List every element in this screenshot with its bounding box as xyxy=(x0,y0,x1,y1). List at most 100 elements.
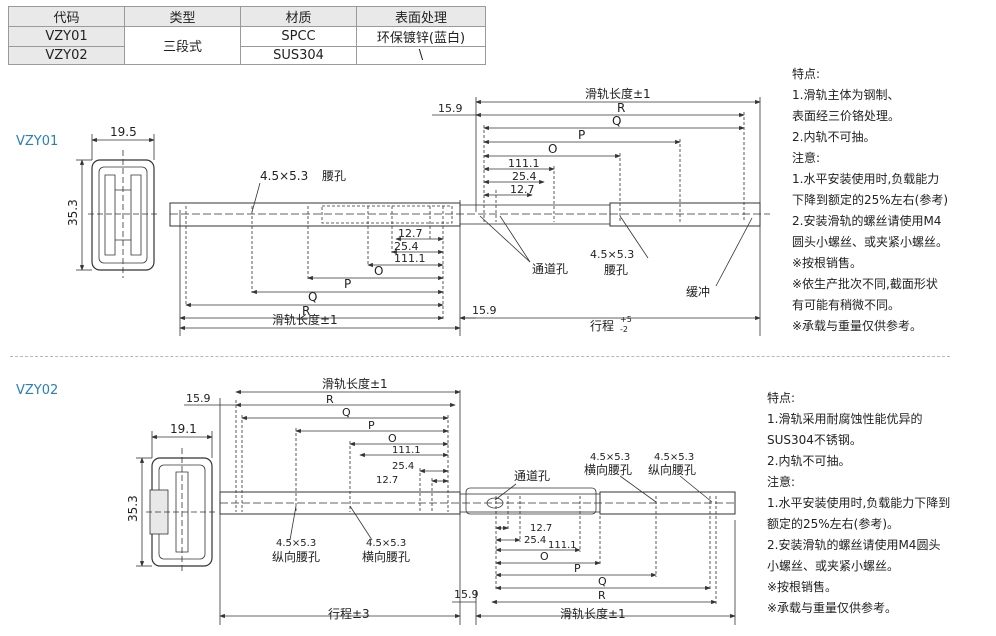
model1-width-text: 19.5 xyxy=(110,125,137,139)
model2-P-top: P xyxy=(368,419,375,432)
model2-Q-bottom: Q xyxy=(598,575,607,588)
model2-label: VZY02 xyxy=(16,383,59,398)
table-header-row: 代码 类型 材质 表面处理 xyxy=(8,6,486,27)
model1-P-left: P xyxy=(344,277,351,291)
header-material: 材质 xyxy=(240,6,357,27)
cell-finish: 环保镀锌(蓝白) xyxy=(356,26,486,47)
cell-code: VZY01 xyxy=(8,26,125,47)
model2-159-bottom: 15.9 xyxy=(454,588,479,601)
model1-slot2: 4.5×5.3 xyxy=(590,248,634,261)
note-line: 1.水平安装使用时,负载能力下降到 xyxy=(767,496,951,510)
model1-slot-text: 4.5×5.3 xyxy=(260,169,308,183)
note-line: 有可能有稍微不同。 xyxy=(792,298,901,312)
note-line: ※依生产批次不同,截面形状 xyxy=(792,277,938,291)
model1-travel: 行程 xyxy=(590,318,614,333)
cell-material: SUS304 xyxy=(240,46,357,65)
model1-254-right: 25.4 xyxy=(512,170,537,183)
model1-159-bottom: 15.9 xyxy=(472,304,497,317)
note-line: 额定的25%左右(参考)。 xyxy=(767,517,900,531)
cell-type: 三段式 xyxy=(124,26,241,65)
model1-111-right: 111.1 xyxy=(508,157,540,170)
note-line: 表面经三价铬处理。 xyxy=(792,109,901,123)
model2-rail-length-top: 滑轨长度±1 xyxy=(322,376,388,391)
note-line: ※承载与重量仅供参考。 xyxy=(792,319,923,333)
model1-tol-down: -2 xyxy=(620,325,628,334)
note-line: ※按根销售。 xyxy=(792,256,863,270)
model1-tol-up: +5 xyxy=(620,315,632,324)
model2-slot-mid: 4.5×5.3 xyxy=(366,538,406,549)
note-line: 1.水平安装使用时,负载能力 xyxy=(792,172,940,186)
model2-127-top: 12.7 xyxy=(376,475,398,486)
model2-254-bottom: 25.4 xyxy=(524,535,546,546)
model1-cross-section xyxy=(88,150,160,278)
table-row: VZY01 三段式 SPCC 环保镀锌(蓝白) xyxy=(8,26,486,65)
model2-slot-h-mid: 横向腰孔 xyxy=(362,549,410,564)
model2-height-text: 35.3 xyxy=(126,495,140,522)
note-line: ※承载与重量仅供参考。 xyxy=(767,601,898,615)
model1-111-left: 111.1 xyxy=(394,252,426,265)
model2-O-bottom: O xyxy=(540,550,549,563)
note-line: 1.滑轨采用耐腐蚀性能优异的 xyxy=(767,412,923,426)
model1-Q-right: Q xyxy=(612,114,621,128)
table-row: VZY02 SUS304 \ xyxy=(8,46,486,65)
model2-width-text: 19.1 xyxy=(170,422,197,436)
cell-code: VZY02 xyxy=(8,46,125,65)
note-line: 特点: xyxy=(767,391,796,405)
model1-127-left: 12.7 xyxy=(398,227,423,240)
note-line: SUS304不锈钢。 xyxy=(767,433,862,447)
note-line: 2.安装滑轨的螺丝请使用M4圆头 xyxy=(767,538,941,552)
model1-rail-length-right: 滑轨长度±1 xyxy=(585,86,651,101)
header-code: 代码 xyxy=(8,6,125,27)
model1-R-right: R xyxy=(617,101,625,115)
model1-label: VZY01 xyxy=(16,134,59,149)
model1-O-right: O xyxy=(548,142,557,156)
model1-P-right: P xyxy=(578,128,585,142)
model2-254-top: 25.4 xyxy=(392,461,414,472)
model1-159-top: 15.9 xyxy=(438,102,463,115)
model1-notes: 特点: 1.滑轨主体为钢制、 表面经三价铬处理。 2.内轨不可抽。 注意: 1.… xyxy=(792,64,948,337)
cell-finish: \ xyxy=(356,46,486,65)
note-line: 1.滑轨主体为钢制、 xyxy=(792,88,900,102)
model2-111-bottom: 111.1 xyxy=(548,540,577,551)
model2-159-top: 15.9 xyxy=(186,392,211,405)
model1-Q-left: Q xyxy=(308,290,317,304)
note-line: 小螺丝、或夹紧小螺丝。 xyxy=(767,559,900,573)
note-line: 2.内轨不可抽。 xyxy=(792,130,876,144)
model2-slot-right2: 4.5×5.3 xyxy=(654,452,694,463)
model2-notes: 特点: 1.滑轨采用耐腐蚀性能优异的 SUS304不锈钢。 2.内轨不可抽。 注… xyxy=(767,388,950,619)
model2-O-top: O xyxy=(388,432,397,445)
model2-slot-right1: 4.5×5.3 xyxy=(590,452,630,463)
note-line: ※按根销售。 xyxy=(767,580,838,594)
model1-127-right: 12.7 xyxy=(510,183,535,196)
model1-height-text: 35.3 xyxy=(66,199,80,226)
cell-material: SPCC xyxy=(240,26,357,47)
model1-buffer: 缓冲 xyxy=(686,284,710,299)
model1-254-left: 25.4 xyxy=(394,240,419,253)
model1-O-left: O xyxy=(374,264,383,278)
model2-travel: 行程±3 xyxy=(328,606,370,621)
model2-slot-left: 4.5×5.3 xyxy=(276,538,316,549)
note-line: 注意: xyxy=(767,475,796,489)
note-line: 2.安装滑轨的螺丝请使用M4 xyxy=(792,214,942,228)
model2-slot-h-right: 横向腰孔 xyxy=(584,462,632,477)
model2-Q-top: Q xyxy=(342,406,351,419)
model2-cross-section xyxy=(146,448,218,574)
model1-through-hole: 通道孔 xyxy=(532,262,568,276)
model2-through-hole: 通道孔 xyxy=(514,469,550,483)
note-line: 特点: xyxy=(792,67,821,81)
model2-127-bottom: 12.7 xyxy=(530,523,552,534)
model2-R-bottom: R xyxy=(598,589,606,602)
model2-slot-v-right: 纵向腰孔 xyxy=(648,462,696,477)
spec-table: 代码 类型 材质 表面处理 VZY01 三段式 SPCC 环保镀锌(蓝白) VZ… xyxy=(8,6,486,65)
model2-P-bottom: P xyxy=(574,562,581,575)
note-line: 圆头小螺丝、或夹紧小螺丝。 xyxy=(792,235,949,249)
model2-rail xyxy=(219,487,736,515)
model1-slot-label: 腰孔 xyxy=(322,169,346,183)
section-divider xyxy=(10,356,950,357)
model1-R-left: R xyxy=(302,304,310,318)
header-type: 类型 xyxy=(124,6,241,27)
model2-111-top: 111.1 xyxy=(392,445,421,456)
model2-rail-length-bottom: 滑轨长度±1 xyxy=(560,606,626,621)
model2-slot-v-left: 纵向腰孔 xyxy=(272,549,320,564)
